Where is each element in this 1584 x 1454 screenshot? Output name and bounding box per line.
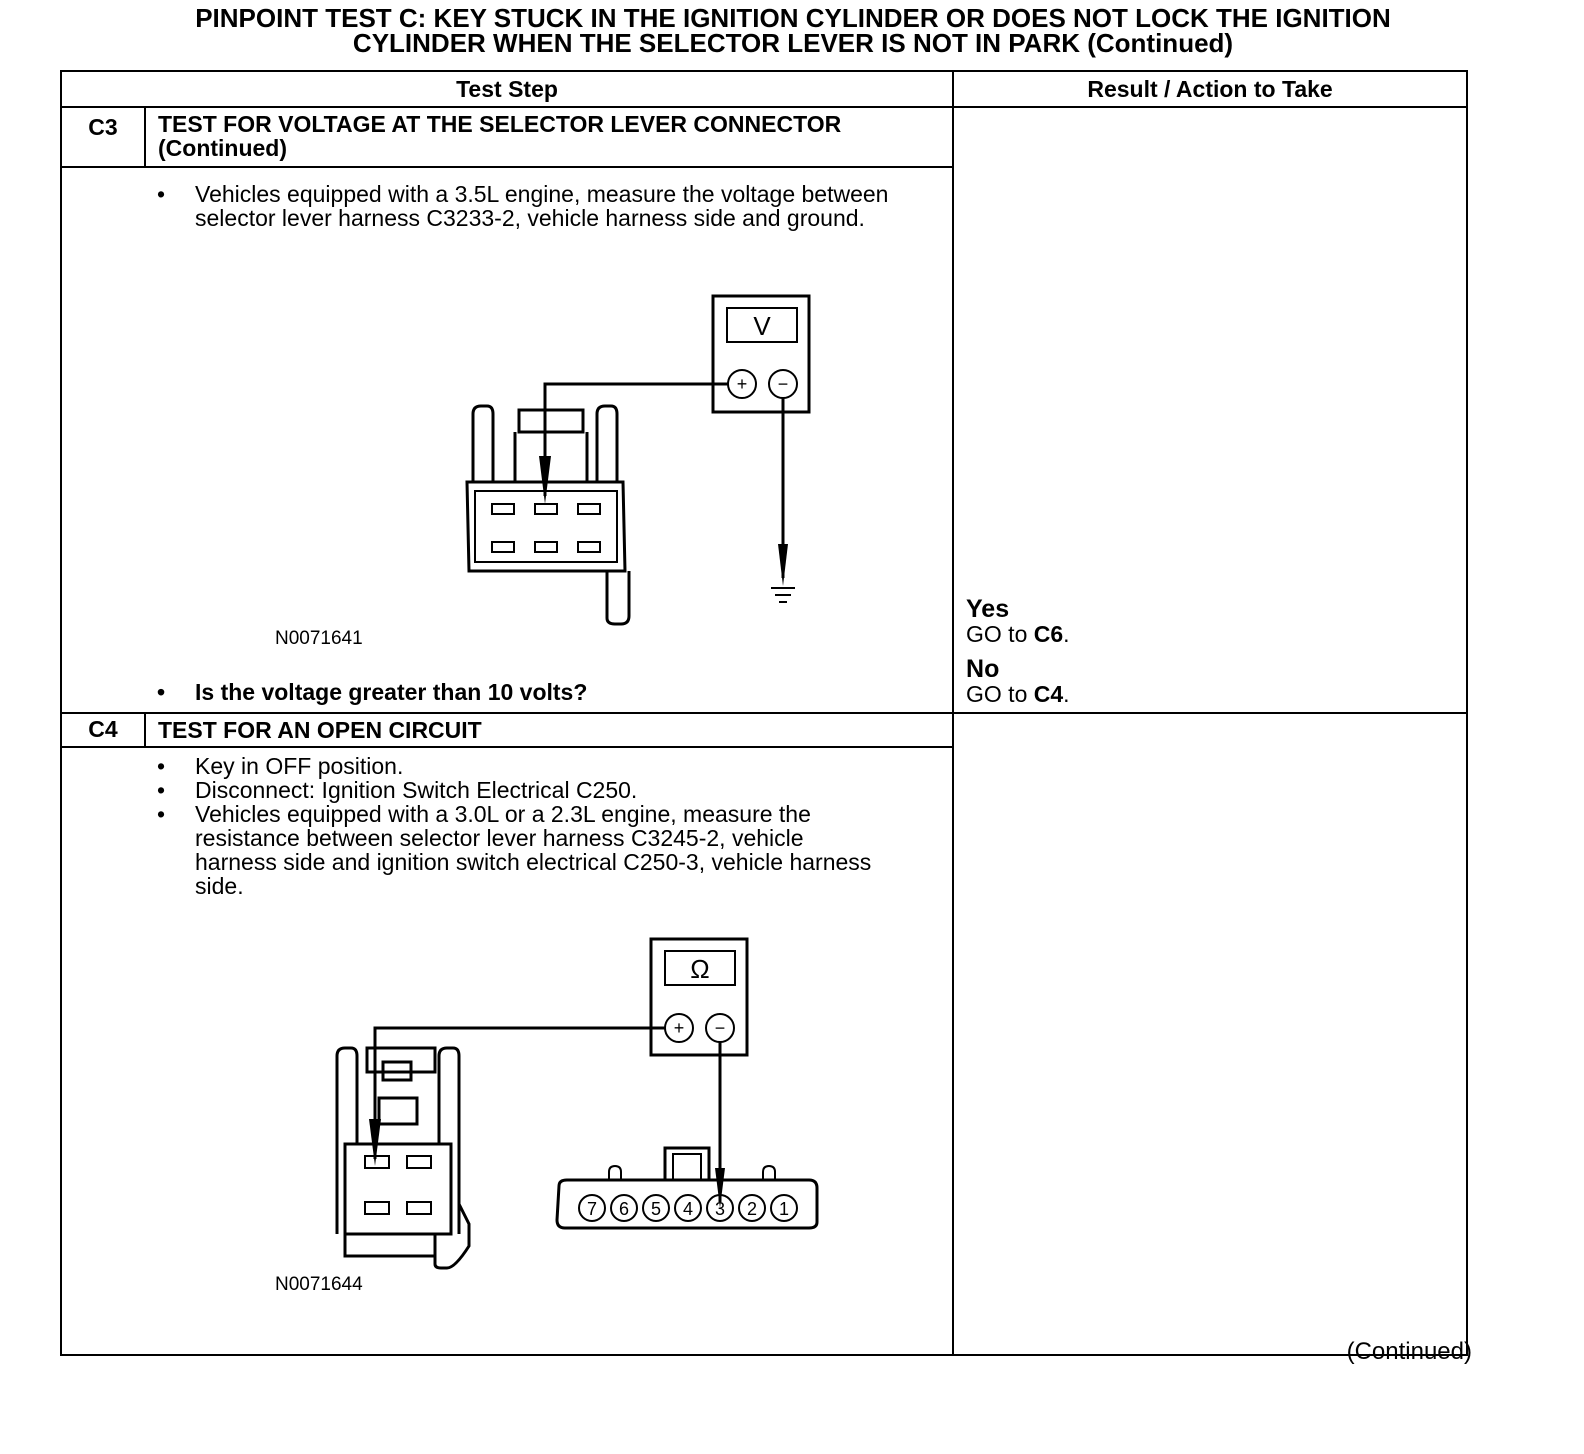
c3-yes-action: GO to C6.	[966, 621, 1070, 647]
c3-voltage-diagram: V + −	[465, 294, 811, 626]
c3-no-action: GO to C4.	[966, 681, 1070, 707]
pin-label: 4	[683, 1199, 693, 1219]
pin-label: 6	[619, 1199, 629, 1219]
pin-circle	[706, 1194, 734, 1222]
ignition-switch-pins: 7 6 5 4 3 2 1	[578, 1194, 798, 1222]
pin-circle	[642, 1194, 670, 1222]
c4-resistance-diagram: Ω + −	[335, 937, 819, 1270]
pin-circle	[770, 1194, 798, 1222]
selector-lever-pins	[364, 1155, 432, 1215]
step-c3-body: Vehicles equipped with a 3.5L engine, me…	[145, 166, 955, 714]
pin-circle	[578, 1194, 606, 1222]
pin-circle	[738, 1194, 766, 1222]
step-c4-spacer	[60, 746, 145, 1356]
pin-circle	[674, 1194, 702, 1222]
svg-text:+: +	[737, 374, 748, 394]
connector-pins	[491, 503, 601, 553]
ohmmeter-display	[664, 950, 736, 986]
header-result: Result / Action to Take	[952, 70, 1469, 108]
svg-text:−: −	[715, 1018, 726, 1038]
step-c3-id: C3	[60, 106, 146, 168]
selector-lever-harness-connector	[335, 1046, 471, 1270]
title-line-1: PINPOINT TEST C: KEY STUCK IN THE IGNITI…	[195, 3, 1391, 33]
step-c4-result	[952, 712, 1469, 1356]
selector-lever-connector	[465, 404, 631, 626]
title-line-2: CYLINDER WHEN THE SELECTOR LEVER IS NOT …	[352, 28, 1234, 58]
voltmeter-display	[726, 307, 798, 343]
c4-bullet-2: Disconnect: Ignition Switch Electrical C…	[145, 778, 882, 802]
ignition-switch-connector	[555, 1146, 819, 1230]
ohmmeter-body	[649, 937, 749, 1057]
c4-bullet-1: Key in OFF position.	[145, 754, 882, 778]
c3-question: Is the voltage greater than 10 volts?	[145, 680, 587, 704]
voltmeter-body	[711, 294, 811, 414]
step-c4-body: Key in OFF position. Disconnect: Ignitio…	[145, 746, 955, 1356]
continued-label: (Continued)	[1346, 1338, 1472, 1365]
step-c3-result: Yes GO to C6. No GO to C4.	[952, 106, 1469, 714]
header-test-step: Test Step	[59, 70, 955, 108]
page-title: PINPOINT TEST C: KEY STUCK IN THE IGNITI…	[60, 3, 1526, 58]
step-c4-id: C4	[60, 712, 146, 748]
pin-label: 5	[651, 1199, 661, 1219]
c3-bullet-1: Vehicles equipped with a 3.5L engine, me…	[145, 182, 952, 230]
ground-icon	[771, 587, 795, 603]
pin-label: 3	[715, 1199, 725, 1219]
pin-label: 2	[747, 1199, 757, 1219]
svg-text:−: −	[778, 374, 789, 394]
pin-label: 7	[587, 1199, 597, 1219]
c3-no-label: No	[966, 655, 1000, 683]
svg-text:+: +	[674, 1018, 685, 1038]
step-c4-title: TEST FOR AN OPEN CIRCUIT	[143, 712, 955, 748]
c4-figure-code: N0071644	[275, 1274, 363, 1295]
voltmeter-symbol: V	[753, 311, 771, 341]
c3-figure-code: N0071641	[275, 628, 363, 649]
pinpoint-test-table: Test Step Result / Action to Take C3 TES…	[59, 70, 1469, 1356]
ohmmeter-symbol: Ω	[690, 954, 709, 984]
pin-label: 1	[779, 1199, 789, 1219]
c3-yes-label: Yes	[966, 595, 1010, 623]
step-c3-spacer	[60, 166, 145, 714]
c4-bullet-3: Vehicles equipped with a 3.0L or a 2.3L …	[145, 802, 882, 898]
step-c3-title: TEST FOR VOLTAGE AT THE SELECTOR LEVER C…	[143, 106, 955, 168]
pin-circle	[610, 1194, 638, 1222]
